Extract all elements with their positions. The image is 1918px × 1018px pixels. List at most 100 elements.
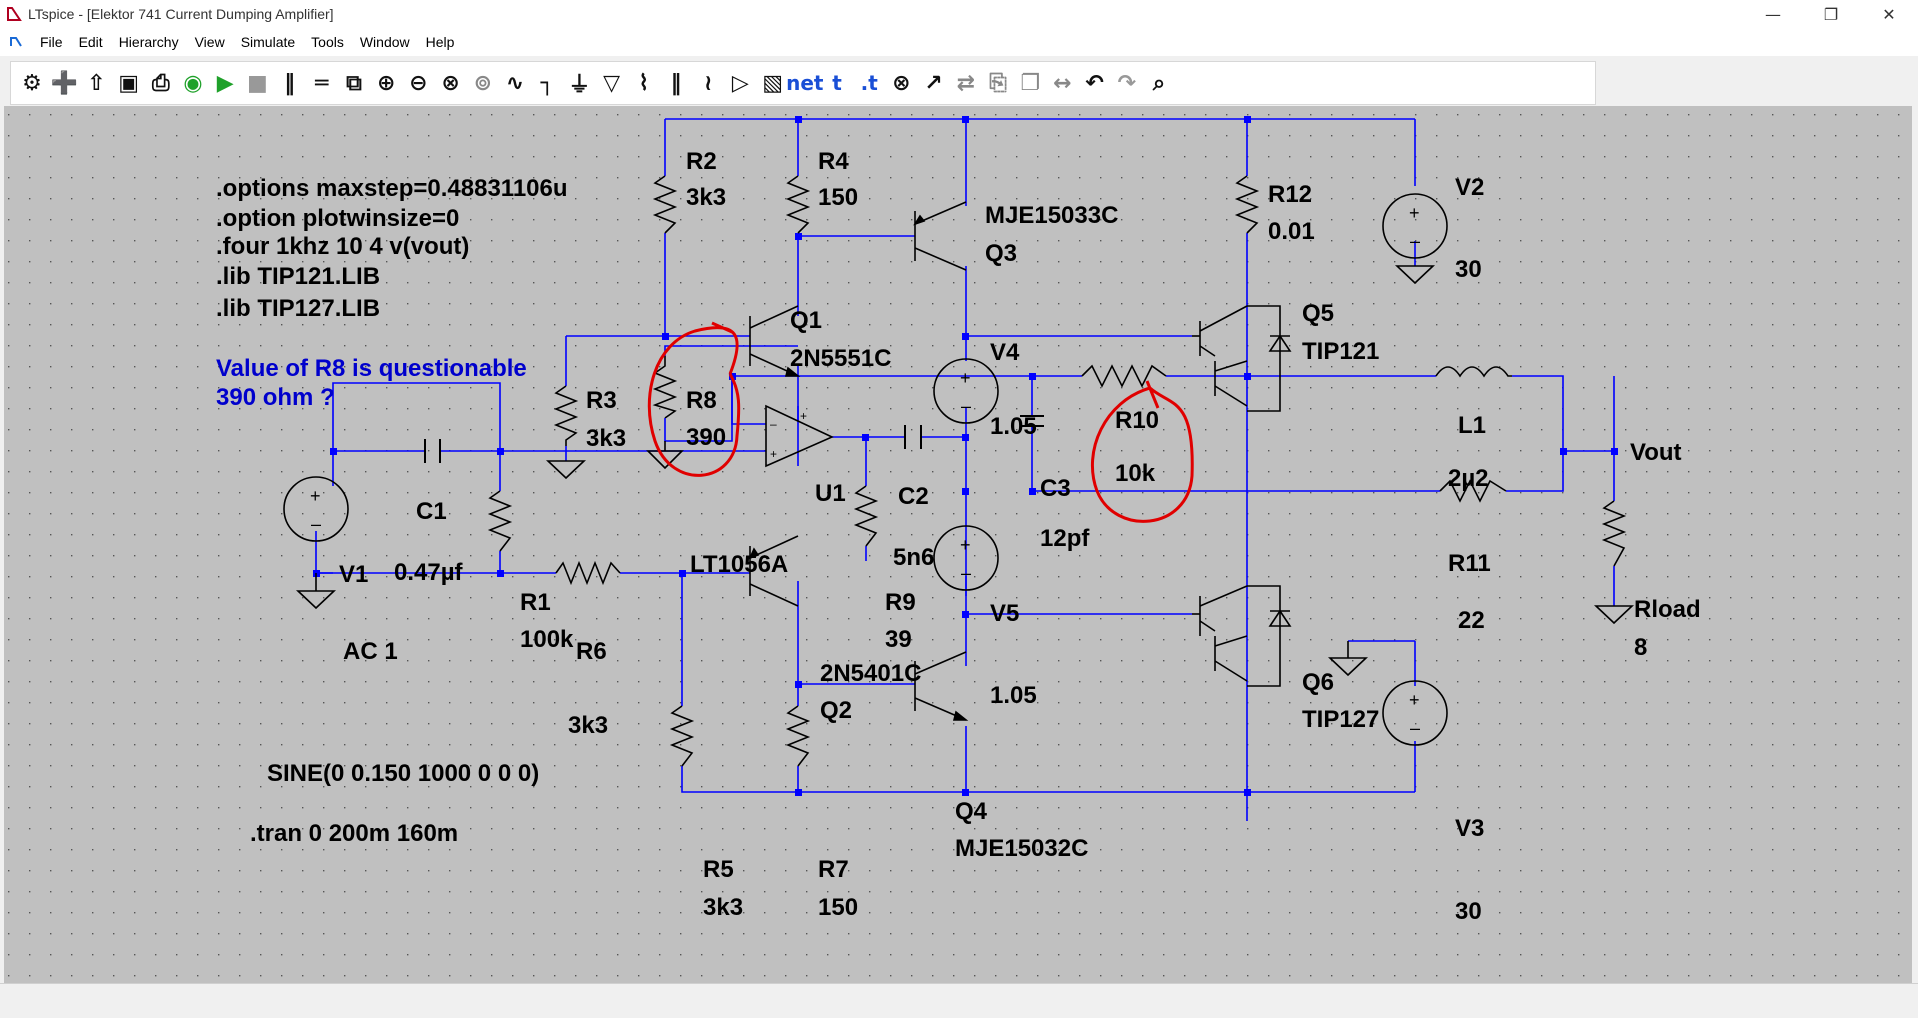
- menu-view[interactable]: View: [194, 34, 225, 50]
- transistor-Q6: [1192, 585, 1292, 687]
- menu-help[interactable]: Help: [425, 34, 455, 50]
- label-Q3: MJE15033C: [985, 202, 1118, 229]
- label-Q1-value: 2N5551C: [790, 345, 891, 372]
- directive-option-plotwinsize: .option plotwinsize=0: [216, 205, 459, 232]
- label-C3-value: 12pf: [1040, 525, 1090, 552]
- menu-edit[interactable]: Edit: [78, 34, 103, 50]
- run-icon-glyph: ▶: [216, 70, 234, 96]
- label-C2-value: 5n6: [893, 544, 934, 571]
- capacitor-icon[interactable]: ‖: [661, 68, 691, 98]
- zoom-fit-icon[interactable]: ⊗: [436, 68, 466, 98]
- menu-file[interactable]: File: [40, 34, 63, 50]
- wire-r11-right: [1506, 451, 1564, 492]
- label-V2-value: 30: [1455, 256, 1482, 283]
- label-net-icon[interactable]: ▽: [597, 68, 627, 98]
- open-icon[interactable]: ⇧: [81, 68, 111, 98]
- drag-icon[interactable]: ⇄: [951, 68, 981, 98]
- net-name-icon-label: net: [786, 71, 824, 95]
- net-name-icon[interactable]: net: [786, 68, 824, 98]
- svg-text:–: –: [961, 563, 971, 583]
- status-bar: [0, 983, 1918, 1018]
- redo-icon[interactable]: ↷: [1112, 68, 1142, 98]
- halt-icon[interactable]: ■: [242, 68, 272, 98]
- move-icon[interactable]: ↗: [919, 68, 949, 98]
- diode-icon[interactable]: ▷: [725, 68, 755, 98]
- wire-l1-right: [1512, 375, 1564, 451]
- settings-icon-glyph: ⚙: [22, 70, 42, 96]
- schematic-comments[interactable]: Value of R8 is questionable 390 ohm ?: [216, 355, 527, 411]
- spice-directives[interactable]: .options maxstep=0.48831106u .option plo…: [216, 175, 568, 847]
- menu-tools[interactable]: Tools: [311, 34, 344, 50]
- delete-icon[interactable]: ⊗: [886, 68, 916, 98]
- schematic-canvas[interactable]: +– +– +– +– +–: [0, 106, 1918, 983]
- label-R9: R9: [885, 589, 916, 616]
- mirror-icon-glyph: ↔: [1053, 70, 1072, 96]
- mirror-icon[interactable]: ↔: [1047, 68, 1077, 98]
- directive-lib-tip127: .lib TIP127.LIB: [216, 295, 380, 322]
- red-annotations: [647, 321, 1194, 523]
- zoom-in-icon-glyph: ⊕: [376, 70, 396, 96]
- wire-icon[interactable]: ┐: [532, 68, 562, 98]
- ground-icon[interactable]: ⏚: [564, 68, 594, 98]
- maximize-button[interactable]: ❐: [1823, 4, 1839, 24]
- label-R1: R1: [520, 589, 551, 616]
- ltspice-small-icon[interactable]: [8, 34, 24, 50]
- plot-icon[interactable]: ∿: [500, 68, 530, 98]
- label-R3-value: 3k3: [586, 425, 626, 452]
- spice-netlist-icon[interactable]: ◉: [178, 68, 208, 98]
- capacitor-symbols: [424, 415, 1044, 463]
- resistor-R7: [785, 705, 811, 767]
- svg-text:+: +: [960, 368, 971, 388]
- print-icon[interactable]: ⎙: [146, 68, 176, 98]
- run-icon[interactable]: ▶: [210, 68, 240, 98]
- undo-icon[interactable]: ↶: [1080, 68, 1110, 98]
- undo-icon-glyph: ↶: [1085, 70, 1104, 96]
- label-V5-value: 1.05: [990, 682, 1037, 709]
- tile-vertical-icon[interactable]: ‖: [275, 68, 305, 98]
- label-C2: C2: [898, 483, 929, 510]
- save-icon-glyph: ▣: [118, 70, 139, 96]
- ground-v3: [1327, 641, 1369, 677]
- spice-directive-icon[interactable]: .t: [854, 68, 884, 98]
- ltspice-logo-icon: [7, 7, 22, 21]
- svg-text:–: –: [770, 417, 777, 431]
- menu-window[interactable]: Window: [359, 34, 410, 50]
- copy-icon-glyph: ⎘: [989, 70, 1007, 96]
- menu-simulate[interactable]: Simulate: [240, 34, 296, 50]
- wires: [315, 118, 1615, 821]
- svg-text:+: +: [960, 535, 971, 555]
- schematic-grid: [4, 106, 1912, 983]
- ground-v1: [295, 573, 337, 610]
- schematic-window[interactable]: +– +– +– +– +–: [0, 106, 1918, 983]
- component-icon[interactable]: ▧: [758, 68, 788, 98]
- close-button[interactable]: ✕: [1882, 4, 1896, 24]
- tile-horizontal-icon[interactable]: ═: [307, 68, 337, 98]
- wire-icon-glyph: ┐: [540, 70, 554, 96]
- minimize-button[interactable]: —: [1765, 4, 1781, 24]
- paste-icon[interactable]: ❐: [1015, 68, 1045, 98]
- text-icon[interactable]: t: [822, 68, 852, 98]
- directive-sine: SINE(0 0.150 1000 0 0 0): [267, 760, 539, 787]
- label-C3: C3: [1040, 475, 1071, 502]
- copy-icon[interactable]: ⎘: [983, 68, 1013, 98]
- svg-text:–: –: [1410, 718, 1420, 738]
- settings-icon[interactable]: ⚙: [17, 68, 47, 98]
- inductor-icon[interactable]: ≀: [693, 68, 723, 98]
- new-schematic-icon[interactable]: ➕: [49, 68, 79, 98]
- transistor-Q3: [913, 201, 967, 271]
- label-R10: R10: [1115, 407, 1159, 434]
- resistor-icon[interactable]: ⌇: [629, 68, 659, 98]
- directive-four: .four 1khz 10 4 v(vout): [216, 233, 469, 260]
- save-icon[interactable]: ▣: [114, 68, 144, 98]
- zoom-cancel-icon-glyph: ⊚: [473, 70, 493, 96]
- zoom-out-icon[interactable]: ⊖: [403, 68, 433, 98]
- zoom-in-icon[interactable]: ⊕: [371, 68, 401, 98]
- zoom-cancel-icon[interactable]: ⊚: [468, 68, 498, 98]
- find-icon[interactable]: ⌕: [1144, 68, 1174, 98]
- text-icon-label: t: [832, 71, 842, 95]
- comment-r8-line2: 390 ohm ?: [216, 384, 335, 411]
- label-U1-value: LT1056A: [690, 551, 788, 578]
- label-Vout: Vout: [1630, 439, 1682, 466]
- menu-hierarchy[interactable]: Hierarchy: [118, 34, 179, 50]
- cascade-icon[interactable]: ⧉: [339, 68, 369, 98]
